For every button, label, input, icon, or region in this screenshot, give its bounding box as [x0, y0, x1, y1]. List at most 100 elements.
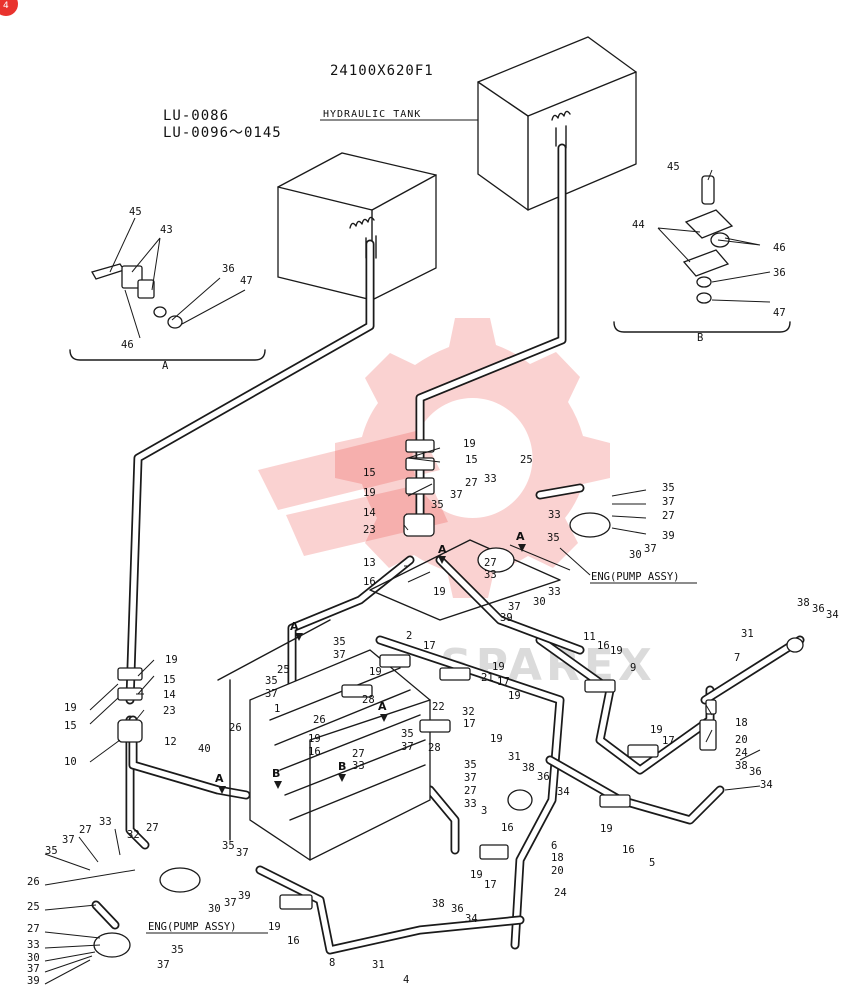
callout: 35 [547, 532, 560, 544]
callout: 32 [462, 706, 475, 718]
callout: 46 [773, 242, 786, 254]
callout: 33 [484, 473, 497, 485]
callout: 36 [812, 603, 825, 615]
callout: 19 [363, 487, 376, 499]
callout: 26 [229, 722, 242, 734]
callout: 35 [431, 499, 444, 511]
callout: 28 [362, 694, 375, 706]
callout: 14 [363, 507, 376, 519]
callout: 27 [79, 824, 92, 836]
callout: 31 [372, 959, 385, 971]
callout: 38 [522, 762, 535, 774]
callout: 37 [662, 496, 675, 508]
callout: 16 [287, 935, 300, 947]
watermark-logo: SPAREX [258, 318, 652, 691]
callout: 37 [333, 649, 346, 661]
callout: 14 [163, 689, 176, 701]
pump-assy-label-right: ENG(PUMP ASSY) [591, 571, 680, 583]
callout: 33 [548, 509, 561, 521]
callout: 35 [171, 944, 184, 956]
callout: 27 [27, 923, 40, 935]
callout: 31 [508, 751, 521, 763]
callout: 36 [773, 267, 786, 279]
callout: 37 [224, 897, 237, 909]
callout: 45 [129, 206, 142, 218]
callout: 21 [481, 672, 494, 684]
detail-a-label: A [162, 360, 169, 372]
callout: 15 [465, 454, 478, 466]
pump-assy-labels: ENG(PUMP ASSY) ENG(PUMP ASSY) [146, 544, 697, 934]
callout: 37 [265, 688, 278, 700]
callout: 19 [600, 823, 613, 835]
callout: 19 [492, 661, 505, 673]
callout: 27 [146, 822, 159, 834]
callout: 19 [650, 724, 663, 736]
callout: 17 [423, 640, 436, 652]
callout: 19 [490, 733, 503, 745]
callout: 19 [308, 733, 321, 745]
callout: 37 [401, 741, 414, 753]
callout: 16 [622, 844, 635, 856]
callout: 2 [406, 630, 412, 642]
callout: 35 [222, 840, 235, 852]
callout: 17 [484, 879, 497, 891]
callout: 4 [403, 974, 409, 986]
model-line-2: LU-0096～0145 [163, 125, 282, 141]
callout: 5 [649, 857, 655, 869]
callout: 30 [208, 903, 221, 915]
callout: 36 [749, 766, 762, 778]
callout: 18 [735, 717, 748, 729]
callout: 39 [27, 975, 40, 987]
callout: 47 [240, 275, 253, 287]
callout: 46 [121, 339, 134, 351]
svg-text:B: B [338, 760, 346, 773]
callout: 33 [464, 798, 477, 810]
callout: 18 [551, 852, 564, 864]
callout: 40 [198, 743, 211, 755]
callout: 32 [127, 829, 140, 841]
callout: 36 [537, 771, 550, 783]
callout: 19 [463, 438, 476, 450]
callout: 24 [554, 887, 567, 899]
svg-text:A: A [438, 543, 447, 556]
callout: 20 [551, 865, 564, 877]
callout: 34 [557, 786, 570, 798]
callout: 19 [610, 645, 623, 657]
section-markers: A A A B B A A [215, 530, 526, 794]
callout: 3 [481, 805, 487, 817]
callout: 27 [465, 477, 478, 489]
control-valve-block [249, 649, 431, 861]
callout: 16 [308, 746, 321, 758]
callout: 35 [662, 482, 675, 494]
callout: 30 [27, 952, 40, 964]
callout: 22 [432, 701, 445, 713]
callout: 27 [662, 510, 675, 522]
callout: 43 [160, 224, 173, 236]
detail-b-label: B [697, 332, 703, 344]
callout: 31 [741, 628, 754, 640]
callout: 6 [551, 840, 557, 852]
callout: 35 [401, 728, 414, 740]
callout: 35 [265, 675, 278, 687]
callout-numbers: 45 43 36 47 46 45 44 46 36 47 19 15 15 1… [27, 161, 839, 987]
callout: 37 [508, 601, 521, 613]
callout: 37 [644, 543, 657, 555]
callout: 15 [163, 674, 176, 686]
callout: 17 [662, 735, 675, 747]
callout: 25 [520, 454, 533, 466]
callout-leaders [89, 169, 771, 791]
callout: 30 [533, 596, 546, 608]
callout: 34 [826, 609, 839, 621]
callout: 37 [27, 963, 40, 975]
callout: 19 [508, 690, 521, 702]
callout: 16 [597, 640, 610, 652]
callout: 38 [432, 898, 445, 910]
callout: 19 [369, 666, 382, 678]
callout: 37 [464, 772, 477, 784]
svg-text:B: B [272, 767, 280, 780]
callout: 34 [465, 913, 478, 925]
callout: 25 [277, 664, 290, 676]
callout: 37 [450, 489, 463, 501]
callout: 39 [662, 530, 675, 542]
callout: 37 [62, 834, 75, 846]
